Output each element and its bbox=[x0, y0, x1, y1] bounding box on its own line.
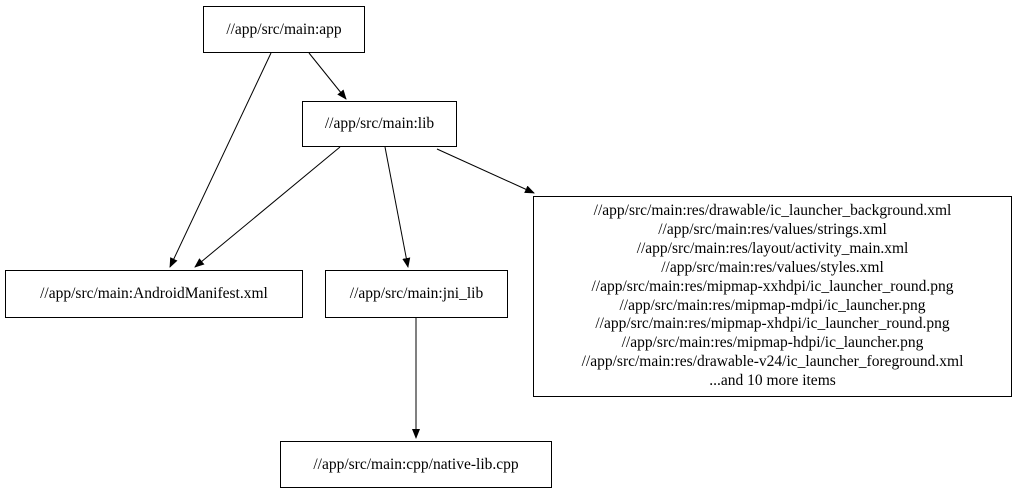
res-group-line: //app/src/main:res/drawable/ic_launcher_… bbox=[593, 202, 952, 220]
node-native-lib-cpp: //app/src/main:cpp/native-lib.cpp bbox=[280, 441, 552, 488]
edge-app-to-lib bbox=[308, 52, 347, 100]
node-native-lib-cpp-label: //app/src/main:cpp/native-lib.cpp bbox=[313, 455, 519, 473]
edge-lib-to-jni-lib bbox=[384, 146, 411, 268]
res-group-more-items: ...and 10 more items bbox=[709, 372, 836, 390]
edge-lib-to-android-manifest bbox=[194, 146, 341, 268]
res-group-line: //app/src/main:res/mipmap-mdpi/ic_launch… bbox=[619, 296, 926, 314]
node-lib-label: //app/src/main:lib bbox=[324, 115, 435, 132]
res-group-line: //app/src/main:res/mipmap-xhdpi/ic_launc… bbox=[595, 315, 950, 333]
res-group-line: //app/src/main:res/values/styles.xml bbox=[661, 258, 884, 276]
node-app-label: //app/src/main:app bbox=[226, 20, 342, 38]
node-android-manifest-label: //app/src/main:AndroidManifest.xml bbox=[40, 285, 268, 302]
node-res-group: //app/src/main:res/drawable/ic_launcher_… bbox=[533, 196, 1012, 397]
res-group-line: //app/src/main:res/layout/activity_main.… bbox=[636, 239, 909, 257]
node-app: //app/src/main:app bbox=[203, 6, 365, 53]
node-lib: //app/src/main:lib bbox=[302, 101, 457, 147]
edges-group bbox=[169, 52, 535, 439]
node-jni-lib-label: //app/src/main:jni_lib bbox=[349, 285, 484, 302]
res-group-line: //app/src/main:res/drawable-v24/ic_launc… bbox=[581, 353, 964, 371]
res-group-line: //app/src/main:res/values/strings.xml bbox=[658, 220, 887, 238]
edge-lib-to-res-group bbox=[436, 148, 535, 194]
res-group-line: //app/src/main:res/mipmap-xxhdpi/ic_laun… bbox=[591, 277, 954, 295]
edge-app-to-android-manifest bbox=[169, 52, 272, 268]
node-jni-lib: //app/src/main:jni_lib bbox=[325, 270, 508, 318]
node-android-manifest: //app/src/main:AndroidManifest.xml bbox=[5, 270, 303, 318]
res-group-line: //app/src/main:res/mipmap-hdpi/ic_launch… bbox=[621, 334, 924, 352]
